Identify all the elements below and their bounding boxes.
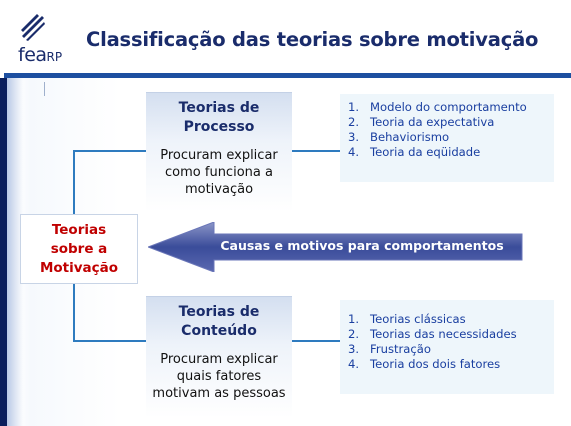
decorative-tick (44, 82, 45, 96)
list-item-number: 2. (348, 327, 360, 341)
slide-header: feaRP Classificação das teorias sobre mo… (0, 0, 571, 78)
connector-horizontal-top (73, 150, 148, 152)
list-item: 1. Teorias clássicas (348, 312, 554, 327)
list-item-number: 4. (348, 357, 360, 371)
list-item-text: Teorias das necessidades (370, 327, 517, 341)
content-theory-description: Procuram explicar quais fatores motivam … (152, 352, 286, 401)
list-item-number: 1. (348, 312, 360, 326)
content-theory-list: 1. Teorias clássicas 2. Teorias das necess… (340, 300, 554, 394)
left-accent-shade (7, 78, 23, 426)
process-theory-description: Procuram explicar como funciona a motiva… (160, 148, 278, 197)
list-item-number: 4. (348, 145, 360, 159)
list-item: 1. Modelo do comportamento (348, 100, 554, 115)
connector-vertical-top (73, 150, 75, 216)
list-item: 3. Frustração (348, 342, 554, 357)
list-item: 2. Teorias das necessidades (348, 327, 554, 342)
list-item-text: Teoria da eqüidade (370, 145, 481, 159)
header-divider (4, 73, 571, 78)
connector-process-list (292, 150, 342, 152)
list-item: 2. Teoria da expectativa (348, 115, 554, 130)
list-item: 4. Teoria dos dois fatores (348, 357, 554, 372)
process-theory-title: Teorias de Processo (178, 100, 260, 135)
page-title: Classificação das teorias sobre motivaçã… (86, 28, 539, 51)
process-theory-box: Teorias de Processo Procuram explicar co… (146, 92, 292, 212)
list-item-text: Behaviorismo (370, 130, 450, 144)
logo-suffix: RP (46, 50, 63, 64)
list-item-number: 1. (348, 100, 360, 114)
causes-arrow (148, 222, 523, 272)
connector-vertical-bottom (73, 282, 75, 342)
list-item-text: Modelo do comportamento (370, 100, 527, 114)
content-theory-title: Teorias de Conteúdo (178, 304, 260, 339)
connector-horizontal-bottom (73, 340, 148, 342)
logo-wordmark: feaRP (18, 44, 62, 66)
list-item: 4. Teoria da eqüidade (348, 145, 554, 160)
logo-text: fea (18, 44, 47, 66)
list-item: 3. Behaviorismo (348, 130, 554, 145)
list-item-number: 3. (348, 130, 360, 144)
fea-rp-logo: feaRP (6, 10, 78, 68)
list-item-text: Teorias clássicas (370, 312, 466, 326)
list-item-text: Frustração (370, 342, 431, 356)
list-item-text: Teoria dos dois fatores (370, 357, 501, 371)
causes-arrow-label: Causas e motivos para comportamentos (220, 238, 504, 253)
left-accent-bar (0, 78, 7, 426)
connector-content-list (292, 340, 342, 342)
content-theory-box: Teorias de Conteúdo Procuram explicar qu… (146, 296, 292, 418)
motivation-theories-label: Teorias sobre a Motivação (39, 222, 119, 276)
motivation-theories-box: Teorias sobre a Motivação (20, 214, 138, 284)
logo-stripes-icon (21, 14, 45, 41)
list-item-number: 3. (348, 342, 360, 356)
list-item-number: 2. (348, 115, 360, 129)
list-item-text: Teoria da expectativa (370, 115, 495, 129)
process-theory-list: 1. Modelo do comportamento 2. Teoria da ex… (340, 94, 554, 182)
